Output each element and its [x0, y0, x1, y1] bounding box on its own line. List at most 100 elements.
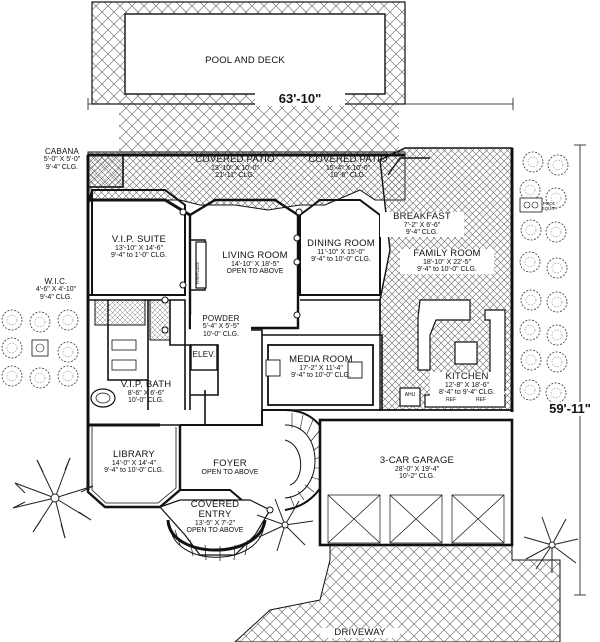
room-name: LIBRARY [113, 449, 155, 460]
palm-tree-right [256, 498, 579, 573]
breakfast-bay [387, 157, 430, 176]
kitchen-counters [399, 299, 506, 408]
fixture-text: FIREPLACE [195, 262, 200, 285]
room-name: FAMILY ROOM [413, 248, 481, 259]
ref-label-1: REF [440, 397, 462, 403]
room-name: CABANA [44, 147, 80, 156]
garden-planter [31, 339, 49, 357]
room-name: V.I.P. SUITE [111, 234, 167, 245]
garage [318, 418, 514, 547]
kitchen-label: KITCHEN 12'-8" X 18'-6" 8'-4" to 9'-4" C… [430, 372, 504, 397]
depth-dimension-label: 59'-11" [540, 402, 600, 416]
fixture-text: AHU [404, 392, 416, 398]
room-dimensions: 8'-6" X 6'-6" [127, 389, 165, 397]
elevator [190, 344, 218, 371]
vip-bath-label: V.I.P. BATH 8'-6" X 6'-6" 10'-0" CLG. [114, 380, 178, 405]
fixture-text: POOL EQUIP. [541, 201, 557, 211]
fixture-text: REF [446, 397, 456, 403]
family-room-label: FAMILY ROOM 18'-10" X 22'-5" 9'-4" to 10… [400, 249, 494, 274]
patio-left-label: COVERED PATIO 13'-10" X 10'-0" 21'-11" C… [185, 155, 285, 180]
room-dimensions: 5'-0" X 5'-0" [43, 156, 81, 164]
room-ceiling: 10'-0" CLG. [202, 330, 240, 338]
breakfast-label: BREAKFAST 7'-2" X 6'-6" 9'-4" CLG. [380, 212, 464, 237]
room-name: W.I.C. [44, 277, 68, 286]
room-dimensions: 18'-10" X 22'-5" [422, 258, 472, 266]
room-ceiling: 8'-4" to 9'-4" CLG. [439, 389, 495, 397]
room-dimensions: 13'-10" X 10'-0" [210, 164, 260, 172]
room-dimensions: 17'-2" X 11'-4" [299, 364, 343, 372]
pool-deck [91, 1, 406, 154]
fireplace [195, 241, 207, 289]
room-ceiling: 10'-6" CLG. [329, 172, 367, 180]
room-ceiling: 9'-4" CLG. [45, 163, 79, 171]
media-room-label: MEDIA ROOM 17'-2" X 11'-4" 9'-4" to 10'-… [278, 355, 364, 380]
room-name: FOYER [213, 458, 247, 469]
room-name: ENTRY [198, 508, 232, 520]
room-ceiling: 9'-4" to 10'-0" CLG. [104, 467, 164, 475]
room-name: 3-CAR GARAGE [379, 455, 455, 466]
room-ceiling: 9'-4" to 10'-0" CLG. [291, 372, 351, 380]
vip-suite-walls [87, 189, 186, 296]
room-name: COVERED [190, 499, 240, 510]
room-dimensions: 28'-0" X 19'-4" [394, 465, 440, 473]
pool-equipment [519, 197, 543, 213]
room-dimensions: 13'-5" X 7'-2" [194, 519, 236, 527]
width-dimension-label: 63'-10" [255, 92, 345, 106]
room-name: MEDIA ROOM [289, 354, 353, 365]
room-ceiling: 9'-4" to 10'-0" CLG. [417, 266, 477, 274]
room-dimensions: 15'-4" X 10'-0" [325, 164, 371, 172]
cabana-walls [87, 154, 124, 188]
ahu-label: AHU [400, 392, 420, 398]
media-room-walls [265, 344, 374, 406]
room-ceiling: 9'-4" CLG. [39, 293, 73, 301]
ref-label-2: REF [470, 397, 492, 403]
room-name: DINING ROOM [307, 238, 375, 249]
room-ceiling: 9'-4" to 1'-0" CLG. [111, 252, 167, 260]
room-name: KITCHEN [445, 371, 489, 382]
room-ceiling: 21'-11" CLG. [215, 172, 255, 180]
library-label: LIBRARY 14'-0" X 14'-4" 9'-4" to 10'-0" … [92, 450, 176, 475]
cabana-label: CABANA 5'-0" X 5'-0" 9'-4" CLG. [32, 147, 92, 171]
room-dimensions: 14'-10" X 18'-5" [230, 260, 280, 268]
room-ceiling: OPEN TO ABOVE [201, 468, 259, 476]
room-dimensions: 11'-10" X 15'-0" [317, 248, 365, 256]
palm-tree-left [12, 457, 94, 539]
room-dimensions: 13'-10" X 14'-6" [114, 244, 164, 252]
room-name: DRIVEWAY [334, 627, 386, 638]
dimension-value: 63'-10" [278, 91, 322, 106]
room-name: V.I.P. BATH [120, 379, 172, 390]
elevator-label: ELEV. [189, 350, 219, 359]
depth-dimension-line [574, 144, 586, 596]
covered-entry-label: COVERED ENTRY 13'-5" X 7'-2" OPEN TO ABO… [180, 500, 250, 535]
room-name: POOL AND DECK [205, 55, 285, 66]
room-dimensions: 7'-2" X 6'-6" [403, 221, 441, 229]
room-dimensions: 4'-6" X 4'-10" [35, 286, 77, 294]
driveway-label: DRIVEWAY [320, 628, 400, 638]
fireplace-label: FIREPLACE [195, 262, 206, 285]
dimension-value: 59'-11" [549, 401, 591, 416]
foyer-label: FOYER OPEN TO ABOVE [190, 459, 270, 476]
library-walls [86, 425, 182, 509]
room-dimensions: 12'-8" X 18'-6" [444, 381, 490, 389]
room-name: POWDER [202, 314, 240, 323]
driveway [234, 544, 561, 642]
room-name: COVERED PATIO [195, 154, 275, 165]
fixture-text: REF [476, 397, 486, 403]
room-name: ELEV. [192, 350, 216, 359]
patio-right-label: COVERED PATIO 15'-4" X 10'-0" 10'-6" CLG… [298, 155, 398, 180]
pool-deck-label: POOL AND DECK [150, 56, 340, 66]
room-name: COVERED PATIO [308, 154, 388, 165]
covered-entry [158, 499, 271, 561]
powder-label: POWDER 5'-4" X 5'-5" 10'-0" CLG. [191, 314, 251, 339]
garage-label: 3-CAR GARAGE 28'-0" X 19'-4" 10'-2" CLG. [370, 456, 464, 481]
pool-equip-label: POOL EQUIP. [538, 201, 560, 211]
room-ceiling: OPEN TO ABOVE [186, 527, 244, 535]
wic-label: W.I.C. 4'-6" X 4'-10" 9'-4" CLG. [24, 277, 88, 301]
room-ceiling: 10'-2" CLG. [398, 473, 436, 481]
room-dimensions: 5'-4" X 5'-5" [202, 323, 240, 331]
room-ceiling: OPEN TO ABOVE [226, 268, 284, 276]
room-ceiling: 9'-4" to 10'-0" CLG. [311, 256, 371, 264]
columns [161, 208, 303, 514]
room-ceiling: 9'-4" CLG. [405, 229, 439, 237]
